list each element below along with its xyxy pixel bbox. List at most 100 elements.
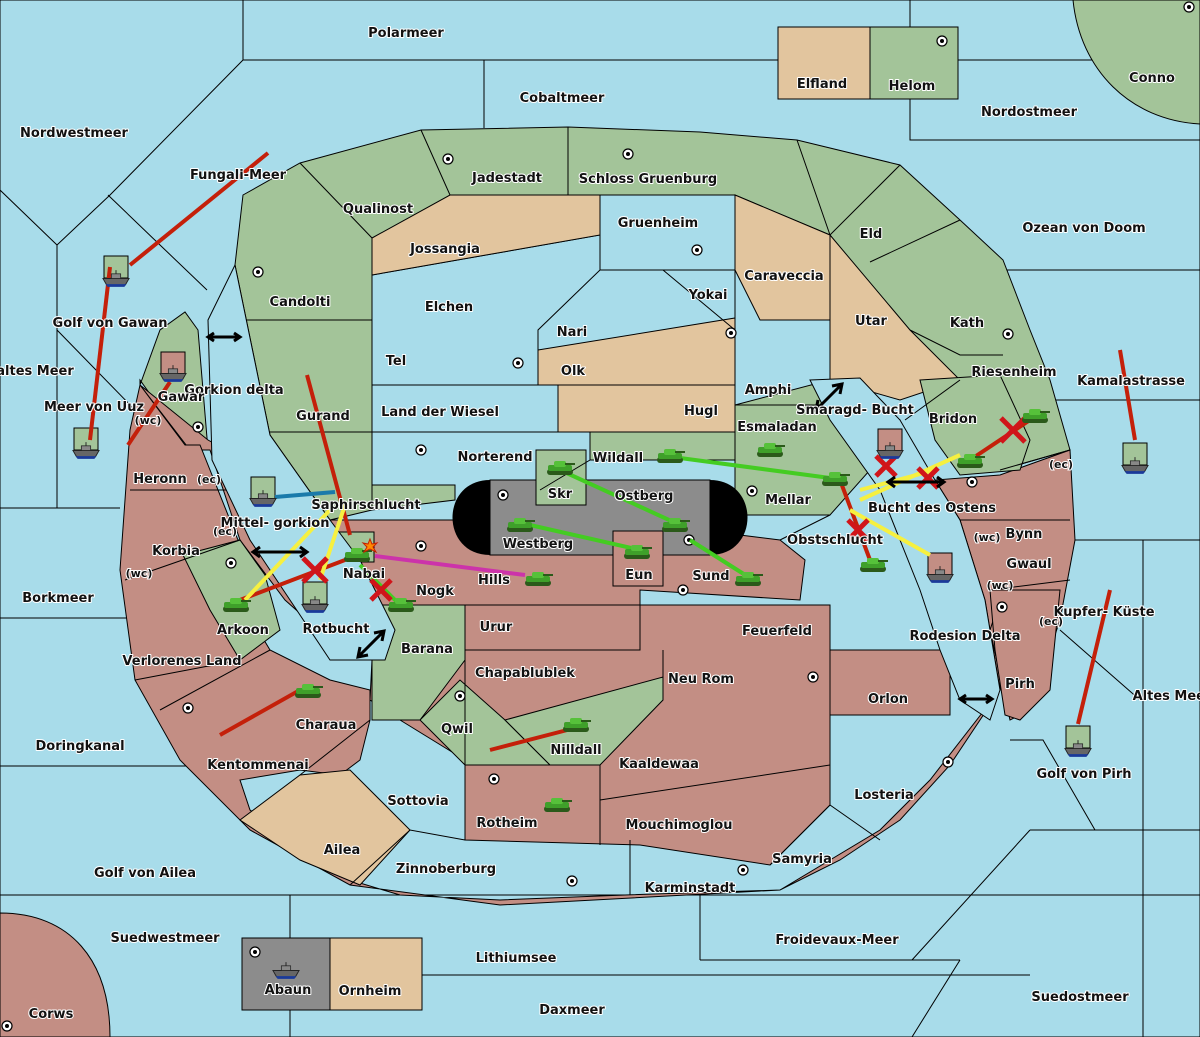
land-label-neu-rom: Neu Rom xyxy=(668,672,734,687)
land-label-yokai: Yokai xyxy=(687,288,727,303)
land-label-gruenheim: Gruenheim xyxy=(618,216,698,231)
order-move-arrow xyxy=(489,726,576,752)
sea-label-suedwestmeer: Suedwestmeer xyxy=(110,931,220,946)
sea-label-kaltes-meer: Kaltes Meer xyxy=(0,364,74,379)
land-label-jossangia: Jossangia xyxy=(409,242,480,257)
land-label-gurand: Gurand xyxy=(296,409,350,424)
sea-label-froidevaux-meer: Froidevaux-Meer xyxy=(775,933,899,948)
coast-label-riesenheim-ec: (ec) xyxy=(1049,458,1073,471)
sea-label-rotbucht: Rotbucht xyxy=(303,622,370,637)
order-move-arrow xyxy=(126,380,172,447)
order-line-green xyxy=(358,563,402,607)
orders xyxy=(88,151,1137,752)
land-label-olk: Olk xyxy=(561,364,586,379)
sea-label-altes-meer: Altes Meer xyxy=(1133,689,1200,704)
land-label-ornheim: Ornheim xyxy=(339,984,402,999)
supply-center-zinnoberburg xyxy=(566,875,578,887)
land-label-samyria: Samyria xyxy=(772,852,832,867)
order-move-arrow xyxy=(88,266,112,441)
sea-label-golf-von-pirh: Golf von Pirh xyxy=(1036,767,1131,782)
land-label-charaua: Charaua xyxy=(296,718,357,733)
land-label-schloss-gruenburg: Schloss Gruenburg xyxy=(579,172,717,187)
supply-center-losteria xyxy=(942,756,954,768)
sea-label-rodesion-delta: Rodesion Delta xyxy=(909,629,1020,644)
coast-labels: (wc) (ec) (ec) (wc) (ec) (wc) (wc) (ec) xyxy=(125,413,1074,629)
land-label-hugl: Hugl xyxy=(684,404,718,419)
sea-label-bucht-des-ostens: Bucht des Ostens xyxy=(868,501,996,516)
failed-order-x xyxy=(916,466,940,490)
coast-label-heronn-ec: (ec) xyxy=(197,473,221,486)
land-label-conno: Conno xyxy=(1129,71,1175,86)
order-line-green xyxy=(529,523,641,552)
land-label-mellar: Mellar xyxy=(765,493,811,508)
dislodged-burst-icon xyxy=(361,537,379,554)
order-move-arrow xyxy=(1118,349,1137,441)
failed-order-x xyxy=(301,556,329,584)
land-label-kentommenai: Kentommenai xyxy=(207,758,308,773)
supply-center-schloss-gruenburg xyxy=(622,148,634,160)
supply-center-gruenheim xyxy=(691,244,703,256)
land-label-ailea: Ailea xyxy=(324,843,361,858)
failed-order-x xyxy=(874,454,898,478)
land-label-sottovia: Sottovia xyxy=(387,794,448,809)
sea-label-fungali-meer: Fungali-Meer xyxy=(190,168,287,183)
supply-center-pirh xyxy=(996,601,1008,613)
supply-center-kath xyxy=(1002,328,1014,340)
coast-label-korbia-ec: (ec) xyxy=(213,525,237,538)
coast-label-gwaul-wc: (wc) xyxy=(987,579,1014,592)
region-pirh xyxy=(989,589,1061,721)
sea-label-kupfer-kueste: Kupfer- Küste xyxy=(1053,605,1154,620)
land-label-caraveccia: Caraveccia xyxy=(744,269,823,284)
order-move-arrow xyxy=(128,151,270,267)
land-label-sund: Sund xyxy=(692,569,729,584)
supply-center-jadestadt xyxy=(442,153,454,165)
land-label-nari: Nari xyxy=(557,325,588,340)
supply-center-sund xyxy=(677,584,689,596)
region-red-south xyxy=(369,604,951,866)
land-label-candolti: Candolti xyxy=(270,295,331,310)
region-corws xyxy=(0,912,111,1037)
order-line-blue xyxy=(274,490,336,499)
supply-center-conno xyxy=(1183,1,1195,13)
land-label-hills: Hills xyxy=(478,573,510,588)
order-move-arrow xyxy=(239,558,346,602)
supply-center-yokai xyxy=(725,327,737,339)
land-label-zinnoberburg: Zinnoberburg xyxy=(396,862,496,877)
failed-order-x xyxy=(999,416,1027,444)
land-label-verlorenes-land: Verlorenes Land xyxy=(122,654,241,669)
sea-label-lithiumsee: Lithiumsee xyxy=(476,951,557,966)
sea-label-borkmeer: Borkmeer xyxy=(22,591,94,606)
supply-center-mellar xyxy=(746,485,758,497)
region-riesenheim xyxy=(919,374,1031,476)
land-label-eun: Eun xyxy=(625,568,652,583)
coast-label-bynn-wc: (wc) xyxy=(974,531,1001,544)
land-label-mouchimoglou: Mouchimoglou xyxy=(626,818,733,833)
land-label-rotheim: Rotheim xyxy=(476,816,537,831)
land-label-bridon: Bridon xyxy=(929,412,977,427)
land-label-losteria: Losteria xyxy=(854,788,914,803)
land-label-land-der-wiesel: Land der Wiesel xyxy=(381,405,499,420)
land-labels: Elfland Helom Conno Jadestadt Schloss Gr… xyxy=(28,70,1176,1023)
land-label-tel: Tel xyxy=(386,354,406,369)
land-label-kaaldewaa: Kaaldewaa xyxy=(619,757,699,772)
region-caraveccia xyxy=(734,194,831,321)
land-label-gwaul: Gwaul xyxy=(1006,557,1051,572)
passage-arrows xyxy=(205,331,995,705)
supply-center-bridon xyxy=(966,476,978,488)
double-arrow-icon xyxy=(814,382,844,412)
land-label-elfland: Elfland xyxy=(797,77,847,92)
double-arrow-icon xyxy=(885,475,947,489)
supply-center-tel xyxy=(512,357,524,369)
land-label-nilldall: Nilldall xyxy=(550,743,601,758)
land-label-heronn: Heronn xyxy=(133,472,187,487)
land-label-westberg: Westberg xyxy=(503,537,573,552)
failed-orders xyxy=(301,416,1027,602)
double-arrow-icon xyxy=(205,331,243,343)
supply-center-corws xyxy=(1,1020,13,1032)
land-label-urur: Urur xyxy=(480,620,513,635)
land-label-chapablublek: Chapablublek xyxy=(475,666,575,681)
land-label-orlon: Orlon xyxy=(868,692,908,707)
